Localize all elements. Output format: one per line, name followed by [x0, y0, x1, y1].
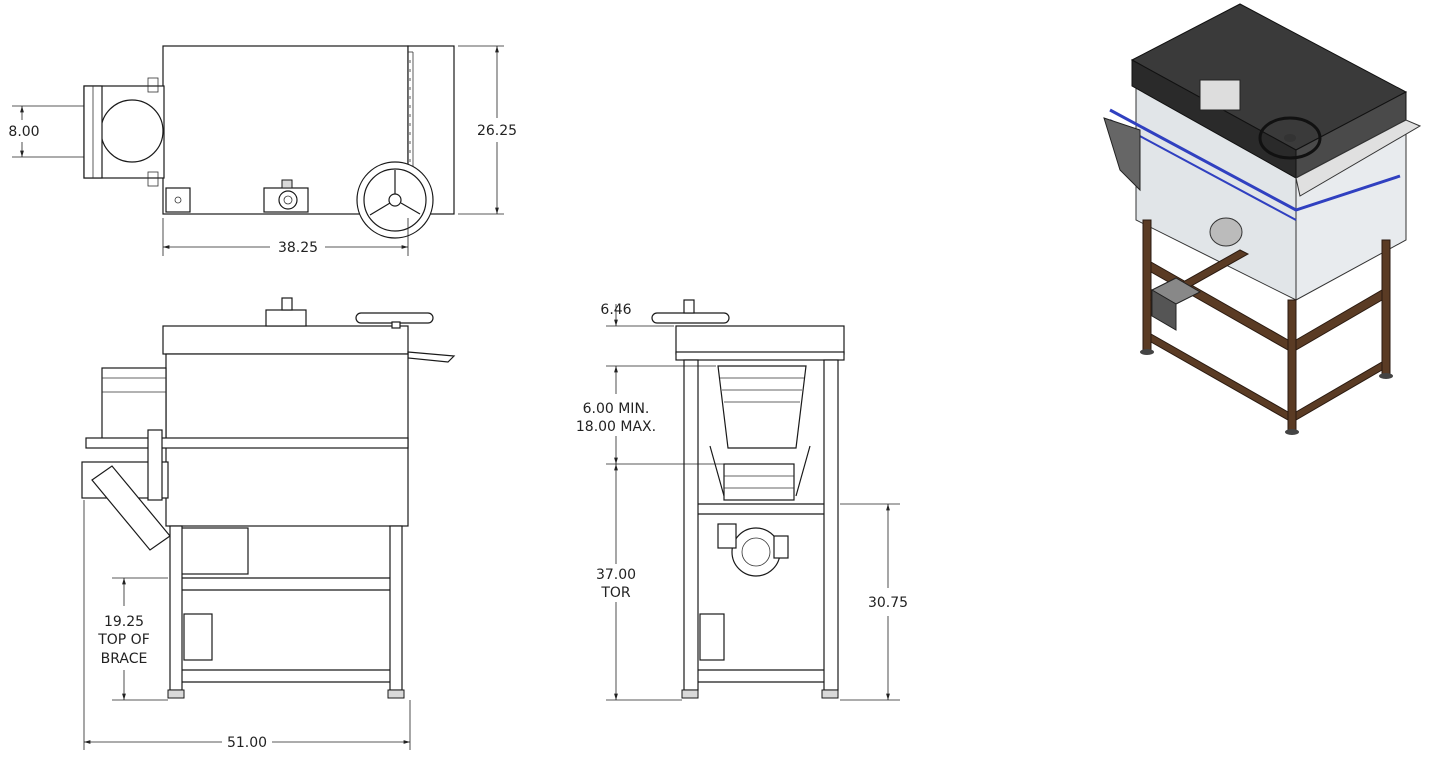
- dim-top-offset: 8.00: [8, 124, 39, 140]
- dim-range-min: 6.00 MIN.: [583, 401, 650, 417]
- dim-tor-label: TOR: [600, 585, 631, 601]
- dim-handwheel: 6.46: [600, 302, 631, 318]
- dim-brace-value: 19.25: [104, 614, 144, 630]
- top-view: 38.25 26.25 8.00: [8, 45, 517, 256]
- dim-tor-value: 37.00: [596, 567, 636, 583]
- dim-top-height: 26.25: [477, 123, 517, 139]
- hopper-top: [83, 77, 165, 187]
- front-view: 19.25 TOP OF BRACE 51.00: [81, 297, 456, 751]
- handwheel-top: [356, 161, 434, 239]
- dim-top-width: 38.25: [278, 240, 318, 256]
- side-view: 6.46 6.00 MIN. 18.00 MAX. 37.00 TOR 30.7…: [576, 299, 908, 701]
- motor-knob-top: [263, 179, 309, 213]
- isometric-view: [1103, 3, 1422, 435]
- dim-brace-line2: TOP OF: [97, 632, 150, 648]
- dim-brace-line3: BRACE: [101, 651, 148, 667]
- dim-side-height: 30.75: [868, 595, 908, 611]
- dim-front-width: 51.00: [227, 735, 267, 751]
- dim-range-max: 18.00 MAX.: [576, 419, 656, 435]
